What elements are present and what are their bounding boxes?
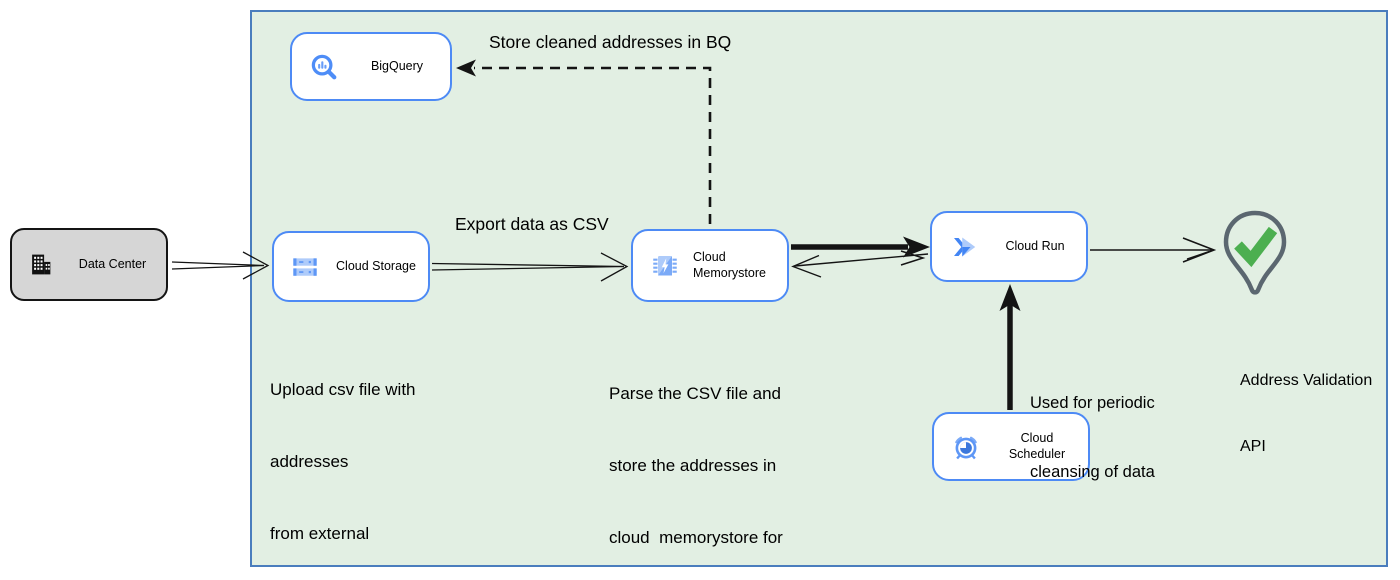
node-bigquery[interactable]: BigQuery (290, 32, 452, 101)
gcp-container-box (250, 10, 1388, 567)
node-cloud-scheduler[interactable]: Cloud Scheduler (932, 412, 1090, 481)
cloud-run-icon (949, 232, 979, 262)
note-upload-csv: Upload csv file with addresses from exte… (270, 380, 416, 543)
node-cloud-run[interactable]: Cloud Run (930, 211, 1088, 282)
node-data-center[interactable]: Data Center (10, 228, 168, 301)
bigquery-icon (309, 52, 339, 82)
node-label: Cloud Scheduler (1008, 430, 1066, 461)
node-cloud-storage[interactable]: Cloud Storage (272, 231, 430, 302)
edge-label-export-csv: Export data as CSV (455, 214, 609, 234)
scheduler-icon (951, 432, 981, 462)
node-label: BigQuery (370, 58, 424, 73)
node-label: Data Center (78, 256, 147, 271)
cloud-storage-icon (291, 253, 319, 281)
label-address-validation-api: Address Validation API (1240, 372, 1373, 455)
building-icon (29, 252, 54, 277)
node-label: Cloud Storage (336, 258, 416, 273)
note-parse-csv: Parse the CSV file and store the address… (609, 384, 783, 547)
edge-label-periodic: Used for periodic cleansing of data (1030, 394, 1155, 481)
node-cloud-memorystore[interactable]: Cloud Memorystore (631, 229, 789, 302)
memorystore-icon (650, 251, 680, 281)
map-pin-check-icon[interactable] (1221, 208, 1289, 326)
node-label: Cloud Memorystore (693, 249, 766, 280)
edge-label-store-bq: Store cleaned addresses in BQ (489, 32, 732, 52)
node-label: Cloud Run (1005, 238, 1065, 253)
